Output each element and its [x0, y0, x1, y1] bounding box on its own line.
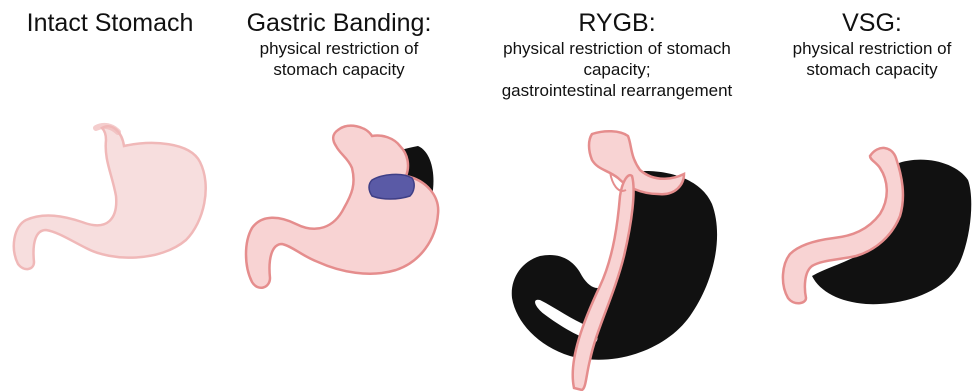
panel-subtitle-line: stomach capacity — [228, 59, 450, 80]
panel-title: Intact Stomach — [0, 8, 220, 38]
panel-subtitle-line: physical restriction of — [228, 38, 450, 59]
panel-intact: Intact Stomach — [0, 0, 220, 38]
panel-subtitle-line: physical restriction of stomach — [462, 38, 772, 59]
panel-title: RYGB: — [462, 8, 772, 38]
panel-subtitle-line: stomach capacity — [772, 59, 972, 80]
panel-subtitle-line: capacity; — [462, 59, 772, 80]
gastric-pouch — [589, 131, 684, 194]
panel-subtitle-line: gastrointestinal rearrangement — [462, 80, 772, 101]
panel-title: VSG: — [772, 8, 972, 38]
panel-rygb: RYGB: physical restriction of stomach ca… — [462, 0, 772, 101]
vsg-illustration — [783, 148, 971, 304]
panel-title: Gastric Banding: — [228, 8, 450, 38]
gastric-band — [369, 174, 414, 199]
rygb-illustration — [512, 131, 717, 390]
panel-gastric-banding: Gastric Banding: physical restriction of… — [228, 0, 450, 80]
gastric-banding-illustration — [246, 126, 438, 288]
panel-subtitle-line: physical restriction of — [772, 38, 972, 59]
panel-vsg: VSG: physical restriction of stomach cap… — [772, 0, 972, 80]
intact-stomach-illustration — [14, 126, 206, 269]
